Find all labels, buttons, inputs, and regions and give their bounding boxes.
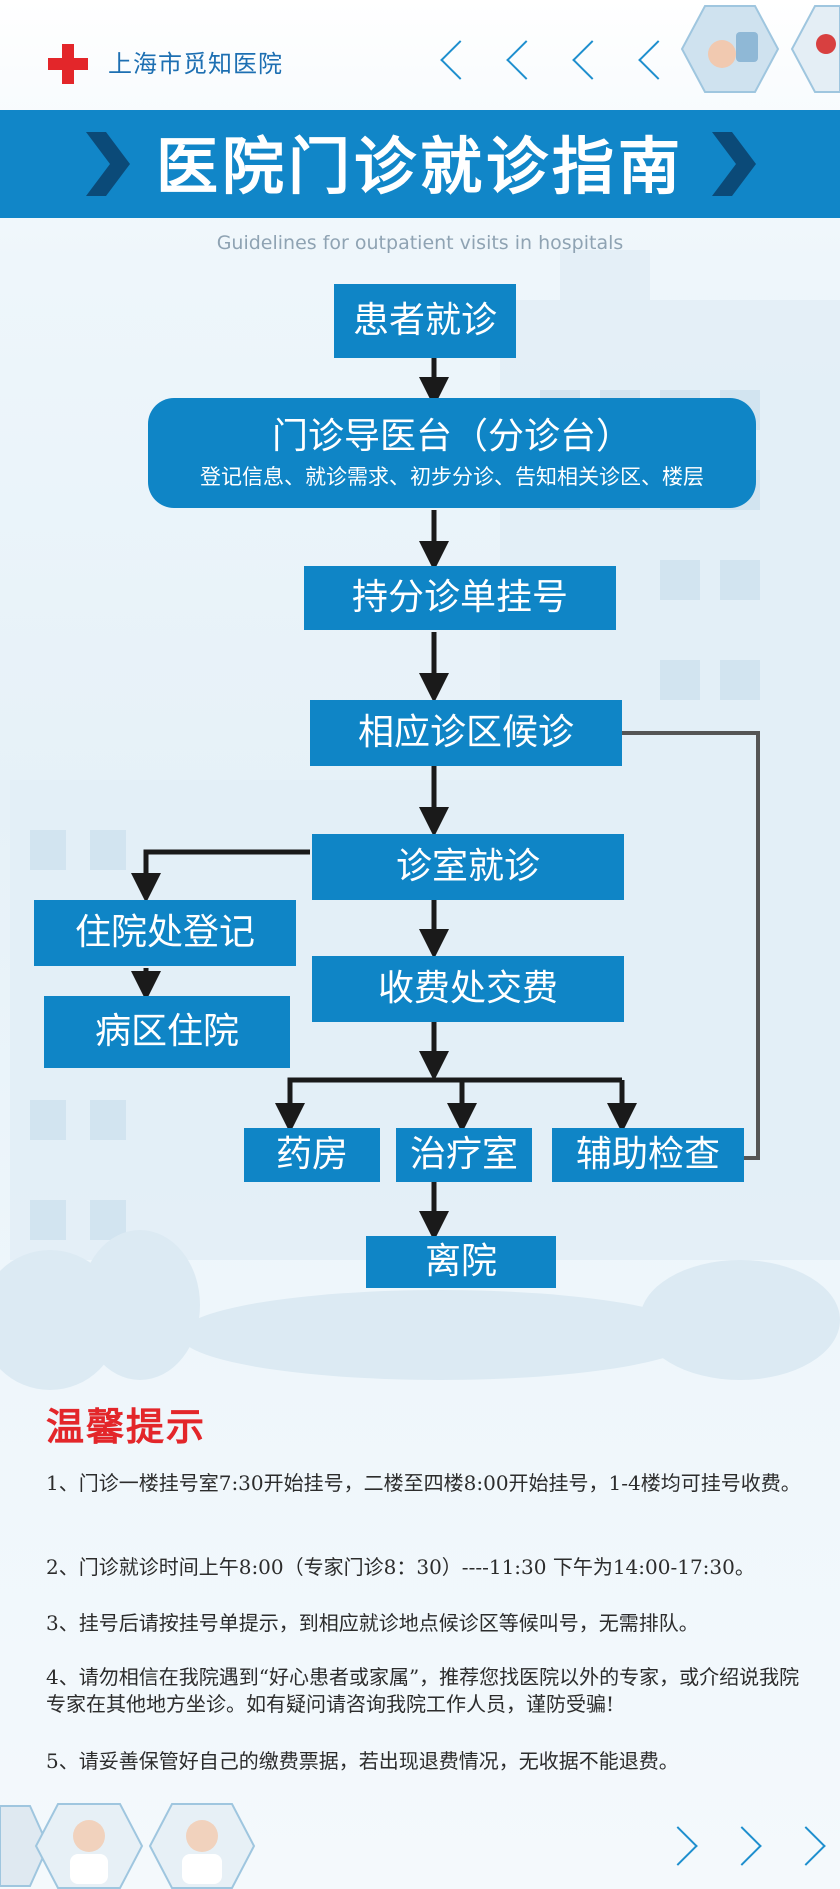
title-banner: [0, 110, 840, 218]
building-window: [30, 1200, 66, 1240]
guide-desk-detail: 登记信息、就诊需求、初步分诊、告知相关诊区、楼层: [200, 465, 704, 490]
building-window: [90, 1100, 126, 1140]
flow-step-waiting-area: 相应诊区候诊: [310, 700, 622, 766]
snow-tree: [640, 1260, 840, 1380]
doctor-photo-hexagon: [790, 5, 840, 93]
flow-step-guide-desk: 门诊导医台（分诊台） 登记信息、就诊需求、初步分诊、告知相关诊区、楼层: [148, 398, 756, 508]
branch-bar: [287, 1077, 622, 1083]
guide-desk-label: 门诊导医台（分诊台）: [271, 415, 632, 457]
doctor-photo-hexagon: [0, 1803, 256, 1889]
flow-step-treatment-room: 治疗室: [396, 1128, 532, 1182]
building-window: [660, 560, 700, 600]
tip-item-2: 2、门诊就诊时间上午8:00（专家门诊8：30）----11:30 下午为14:…: [46, 1555, 755, 1579]
tips-heading: 温馨提示: [46, 1405, 207, 1449]
chevron-right-icon: [712, 132, 756, 196]
chevron-right-icon: [86, 132, 130, 196]
flow-step-admission-registration: 住院处登记: [34, 900, 296, 966]
flow-step-pharmacy: 药房: [244, 1128, 380, 1182]
building-window: [720, 560, 760, 600]
flow-step-payment: 收费处交费: [312, 956, 624, 1022]
building-window: [30, 830, 66, 870]
tip-item-5: 5、请妥善保管好自己的缴费票据，若出现退费情况，无收据不能退费。: [46, 1749, 679, 1773]
page-subtitle: Guidelines for outpatient visits in hosp…: [216, 232, 624, 254]
flow-step-auxiliary-exam: 辅助检查: [552, 1128, 744, 1182]
tip-item-1: 1、门诊一楼挂号室7:30开始挂号，二楼至四楼8:00开始挂号，1-4楼均可挂号…: [46, 1471, 801, 1495]
red-cross-icon: [48, 44, 88, 84]
flow-step-registration: 持分诊单挂号: [304, 566, 616, 630]
building-window: [90, 830, 126, 870]
flow-step-consultation: 诊室就诊: [312, 834, 624, 900]
page-title: 医院门诊就诊指南: [155, 130, 684, 203]
building-window: [30, 1100, 66, 1140]
building-window: [660, 660, 700, 700]
snow-tree: [80, 1230, 200, 1380]
snow-tree: [180, 1290, 700, 1380]
medical-photo-hexagon: [680, 5, 780, 93]
building-window: [720, 660, 760, 700]
flow-step-ward-admission: 病区住院: [44, 996, 290, 1068]
exam-return-connector: [622, 731, 760, 1160]
background-building: [560, 250, 650, 310]
tip-item-4: 4、请勿相信在我院遇到“好心患者或家属”，推荐您找医院以外的专家，或介绍说我院专…: [46, 1665, 800, 1716]
flow-step-patient-visit: 患者就诊: [334, 284, 516, 358]
flowchart-connectors: [131, 358, 760, 1241]
hospital-name: 上海市觅知医院: [108, 50, 283, 78]
tip-item-3: 3、挂号后请按挂号单提示，到相应就诊地点候诊区等候叫号，无需排队。: [46, 1611, 699, 1635]
flow-step-discharge: 离院: [366, 1236, 556, 1288]
arrow-step5-step6a: [131, 849, 310, 903]
